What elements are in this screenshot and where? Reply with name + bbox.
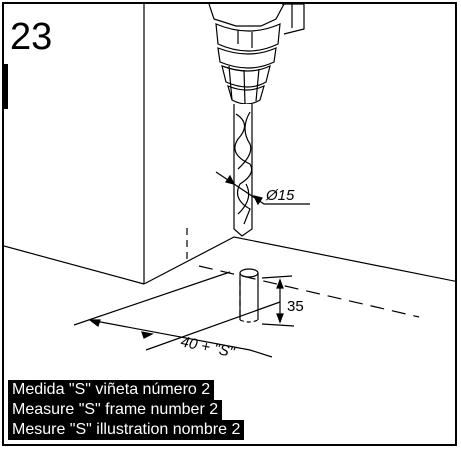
diameter-leader	[215, 171, 310, 206]
depth-label: 35	[287, 298, 304, 315]
step-number: 23	[10, 16, 53, 58]
frame-edge-mark	[4, 64, 8, 109]
depth-dimension	[261, 275, 295, 327]
caption-english: Measure "S" frame number 2	[8, 400, 223, 420]
diameter-label: Ø15	[265, 187, 295, 204]
distance-label: 40 + "S"	[179, 333, 236, 361]
caption-french: Mesure "S" illustration nombre 2	[8, 420, 245, 440]
hidden-line-edge	[198, 265, 420, 318]
drill-bit	[233, 104, 253, 237]
drill-chuck	[215, 23, 281, 105]
drilling-diagram: Ø15 35 40 + "S"	[4, 4, 455, 361]
drill-top-housing	[282, 4, 305, 35]
drilled-hole	[239, 268, 259, 323]
distance-dimension	[73, 271, 281, 358]
illustration-frame: 23	[2, 2, 457, 446]
caption-spanish: Medida "S" viñeta número 2	[8, 380, 215, 400]
caption-block: Medida "S" viñeta número 2 Measure "S" f…	[8, 380, 245, 440]
panel-outline	[4, 4, 455, 285]
drill-body	[208, 4, 285, 27]
